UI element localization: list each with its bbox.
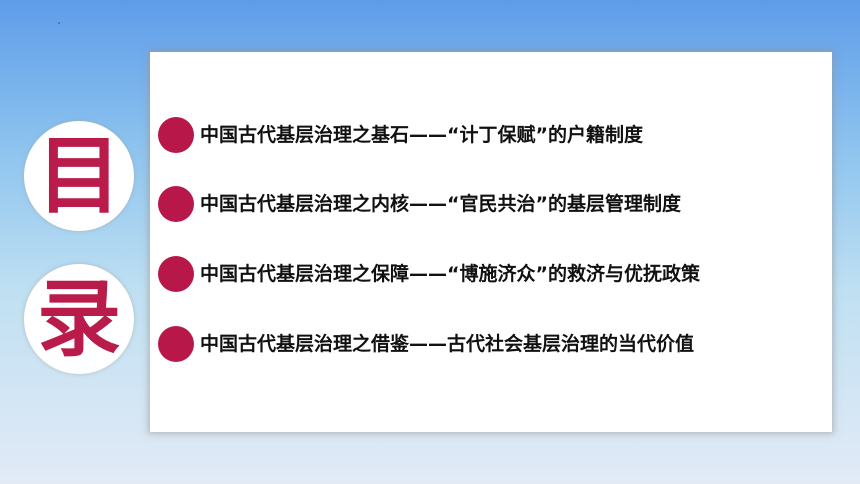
bullet-circle-icon — [158, 186, 194, 222]
bullet-circle-icon — [158, 256, 194, 292]
toc-item-text: 中国古代基层治理之保障——“博施济众”的救济与优抚政策 — [200, 263, 700, 285]
bullet-circle-icon — [158, 326, 194, 362]
toc-item-text: 中国古代基层治理之基石——“计丁保赋”的户籍制度 — [200, 124, 643, 146]
heading-char-badge-2: 录 — [24, 264, 134, 374]
bullet-circle-icon — [158, 117, 194, 153]
heading-char-2: 录 — [36, 270, 121, 368]
toc-item-3: 中国古代基层治理之保障——“博施济众”的救济与优抚政策 — [158, 256, 820, 292]
toc-item-text: 中国古代基层治理之内核——“官民共治”的基层管理制度 — [200, 193, 681, 215]
heading-char-badge-1: 目 — [24, 121, 134, 231]
heading-char-1: 目 — [36, 127, 121, 225]
toc-item-text: 中国古代基层治理之借鉴——古代社会基层治理的当代价值 — [200, 333, 695, 355]
toc-item-1: 中国古代基层治理之基石——“计丁保赋”的户籍制度 — [158, 117, 820, 153]
decorative-dot — [58, 22, 60, 24]
toc-item-4: 中国古代基层治理之借鉴——古代社会基层治理的当代价值 — [158, 326, 820, 362]
toc-item-2: 中国古代基层治理之内核——“官民共治”的基层管理制度 — [158, 186, 820, 222]
toc-panel — [150, 52, 832, 432]
